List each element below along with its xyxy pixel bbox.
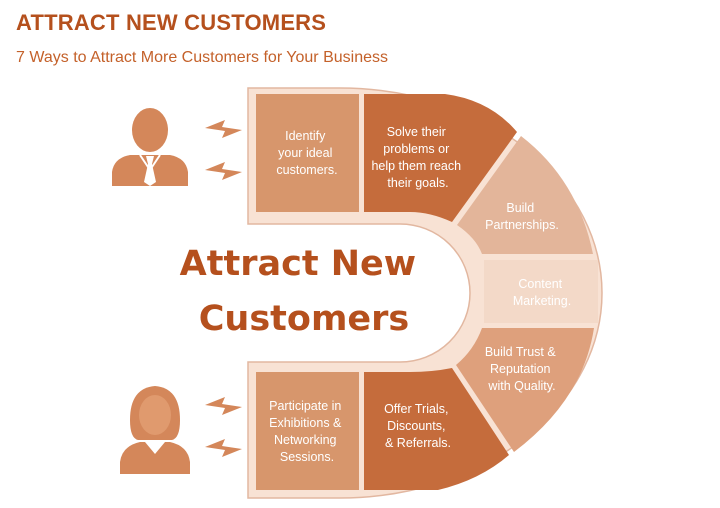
segment-text-1: Solve their problems or help them reach …	[371, 125, 464, 190]
center-title: Attract New Customers	[180, 244, 429, 339]
segment-offer-trials	[364, 368, 509, 490]
segment-identify	[256, 94, 359, 212]
lightning-icon	[205, 120, 242, 457]
page-subtitle: 7 Ways to Attract More Customers for You…	[16, 49, 388, 66]
page-title: ATTRACT NEW CUSTOMERS	[16, 10, 327, 35]
segment-partnerships	[457, 136, 593, 254]
segment-text-5: Offer Trials, Discounts, & Referrals.	[384, 402, 452, 450]
businessman-icon	[112, 108, 188, 186]
segment-participate	[256, 372, 359, 490]
businesswoman-icon	[120, 386, 190, 474]
segment-text-0: Identify your ideal customers.	[276, 129, 337, 177]
segment-solve-problems	[364, 94, 517, 222]
segment-text-2: Build Partnerships.	[485, 201, 559, 232]
segment-content-marketing	[484, 260, 598, 323]
segment-build-trust	[456, 328, 594, 452]
segment-text-4: Build Trust & Reputation with Quality.	[485, 345, 559, 393]
segment-text-6: Participate in Exhibitions & Networking …	[269, 399, 345, 464]
segment-text-3: Content Marketing.	[513, 277, 571, 308]
